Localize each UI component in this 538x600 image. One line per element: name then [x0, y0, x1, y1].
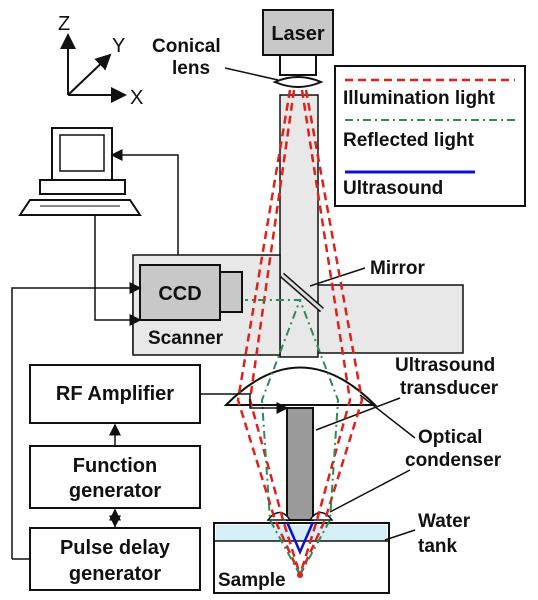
computer-icon [18, 127, 142, 216]
conical-lens-label-2: lens [172, 58, 210, 79]
reflected-light-paths [245, 299, 340, 576]
legend: Illumination light Reflected light Ultra… [334, 65, 526, 207]
rf-amplifier-label: RF Amplifier [56, 383, 174, 405]
pulse-delay-generator-label-2: generator [69, 563, 161, 585]
illumination-light-paths [236, 89, 364, 576]
function-generator-label-2: generator [69, 480, 161, 502]
ccd-camera [139, 264, 221, 321]
water-layer [216, 525, 387, 541]
ccd-label: CCD [158, 283, 201, 305]
ccd-lens [219, 271, 243, 313]
sample-label: Sample [218, 570, 286, 591]
pulse-delay-generator-label-1: Pulse delay [60, 537, 171, 559]
axis-z-label: Z [58, 13, 70, 35]
axis-y-label: Y [112, 35, 125, 57]
pulse-delay-generator-box [29, 527, 201, 591]
ultrasound-transducer [286, 407, 314, 521]
axis-x-label: X [130, 87, 143, 109]
conical-lens [272, 76, 324, 88]
laser-label: Laser [271, 23, 325, 45]
axes-indicator: Z Y X [58, 13, 143, 109]
focal-point [297, 572, 303, 578]
legend-reflected-label: Reflected light [343, 130, 475, 151]
ultrasound-transducer-label-1: Ultrasound [395, 355, 495, 376]
mirror-label: Mirror [370, 258, 426, 279]
water-tank-label-1: Water [418, 511, 471, 532]
optical-condenser-label-1: Optical [418, 427, 482, 448]
legend-illumination-label: Illumination light [343, 88, 496, 109]
water-tank-label-2: tank [418, 536, 458, 557]
conical-lens-pointer [224, 67, 279, 81]
ultrasound-transducer-label-2: transducer [400, 378, 499, 399]
legend-ultrasound-label: Ultrasound [343, 178, 443, 199]
optical-tube [279, 94, 319, 358]
laser-unit: Laser [262, 9, 334, 76]
conical-lens-label-1: Conical [152, 36, 221, 57]
mirror-pointer [309, 267, 366, 287]
function-generator-box [29, 445, 201, 509]
condenser-upper-lens [223, 366, 378, 406]
scanner-label: Scanner [148, 328, 224, 349]
rf-amplifier-box [29, 364, 201, 424]
wiring [11, 149, 289, 560]
ultrasound-paths [285, 521, 315, 556]
function-generator-label-1: Function [73, 455, 157, 477]
optical-condenser-label-2: condenser [405, 450, 502, 471]
